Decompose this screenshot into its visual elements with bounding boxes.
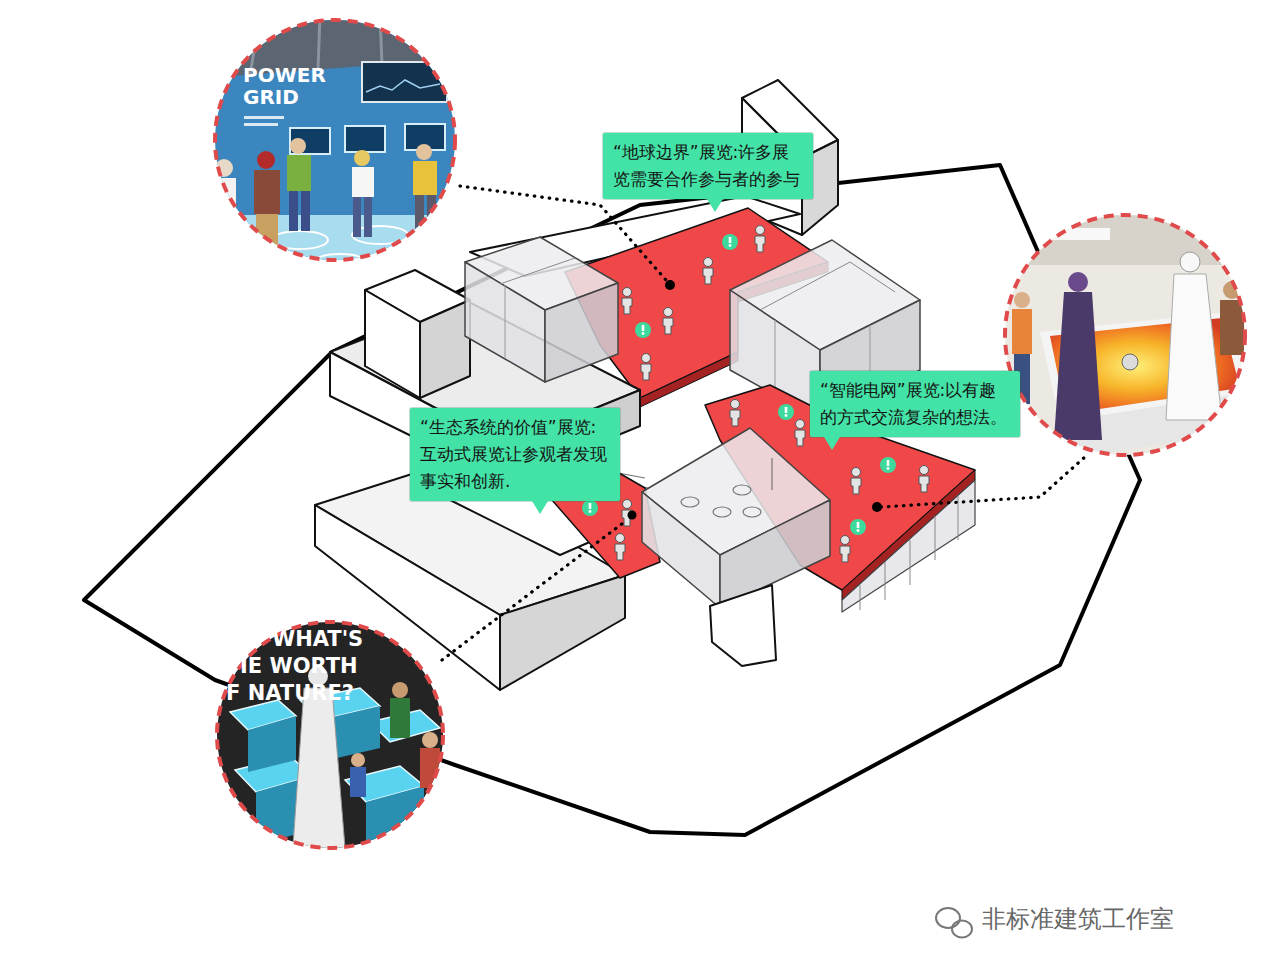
callout-text: “智能电网”展览:以有趣 的方式交流复杂的想法。: [820, 377, 1010, 431]
photo-frame: [1005, 215, 1245, 455]
callout-box: “地球边界”展览:许多展 览需要合作参与者的参与: [603, 133, 813, 199]
callout-pointer: [824, 437, 840, 450]
photo-frame: [215, 20, 455, 260]
photo-sign-text: IE WORTH: [240, 655, 358, 678]
photo-sign-text: POWER GRID: [243, 64, 326, 108]
photo-sign-text: WHAT'S: [272, 628, 363, 651]
callout-box: “生态系统的价值”展览: 互动式展览让参观者发现 事实和创新.: [410, 408, 620, 501]
callout-box: “智能电网”展览:以有趣 的方式交流复杂的想法。: [810, 371, 1020, 437]
photo-power-grid: [205, 15, 470, 285]
watermark-text: 非标准建筑工作室: [982, 906, 1174, 932]
callout-pointer: [532, 501, 548, 514]
callout-pointer: [707, 199, 723, 212]
photo-heat-table: [1000, 210, 1250, 460]
wechat-icon: [936, 908, 972, 938]
photo-nature-tables: [210, 615, 455, 860]
photo-sign-text: F NATURE?: [226, 682, 354, 705]
callout-text: “生态系统的价值”展览: 互动式展览让参观者发现 事实和创新.: [420, 414, 610, 495]
photo-frame: [217, 622, 443, 848]
callout-text: “地球边界”展览:许多展 览需要合作参与者的参与: [613, 139, 803, 193]
